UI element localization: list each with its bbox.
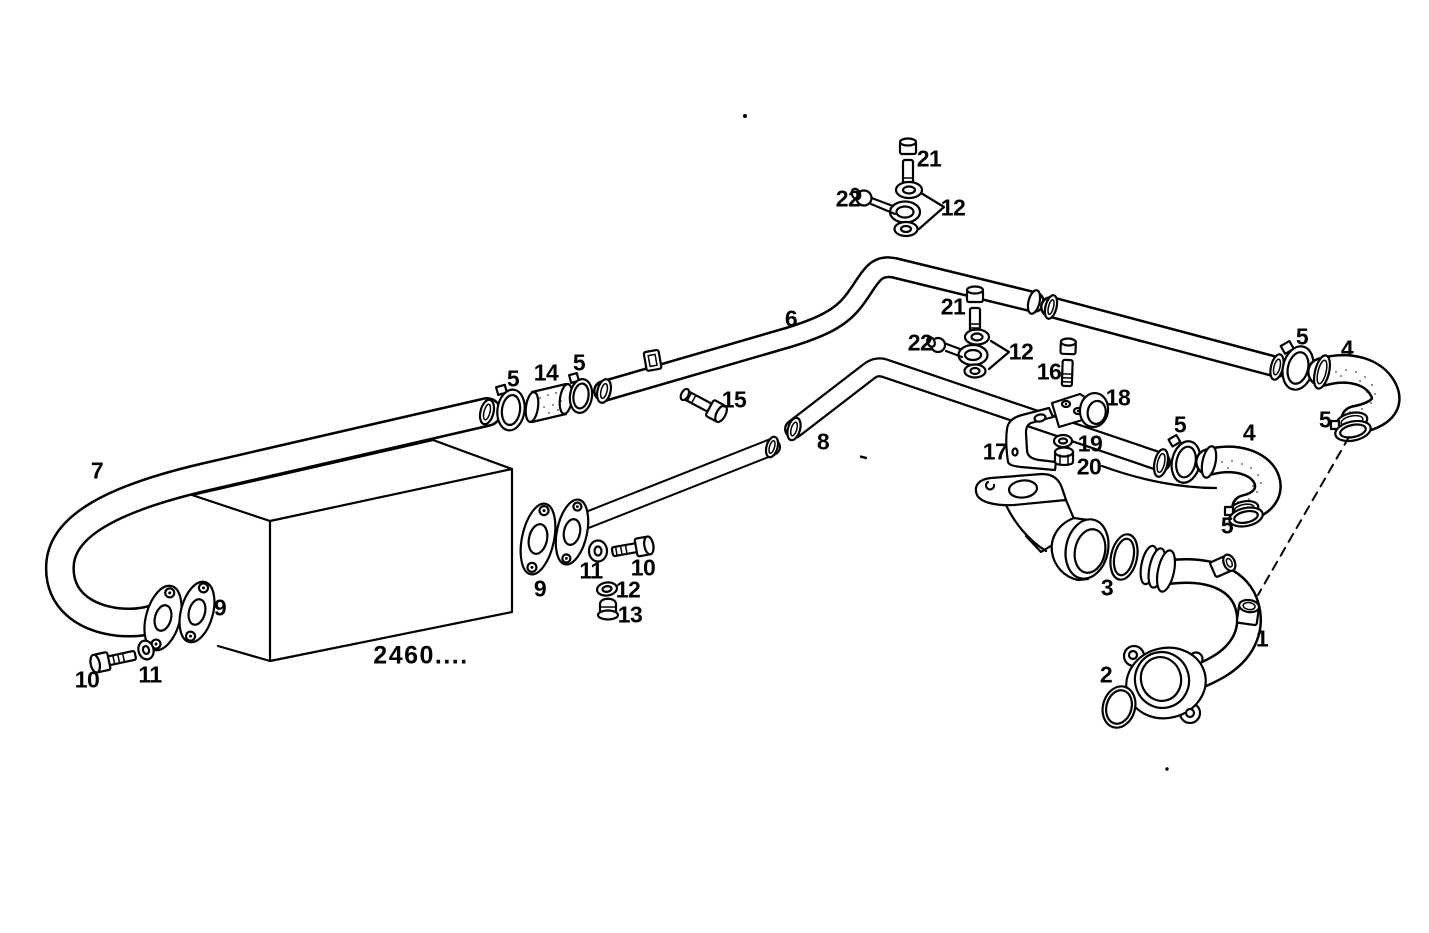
pipe-8 xyxy=(784,357,1171,478)
washer-12-top-a xyxy=(894,180,924,200)
pipe-6 xyxy=(593,256,1288,404)
print-specks xyxy=(743,114,1169,771)
pipe-bracket-tab xyxy=(642,348,663,372)
bolt-16 xyxy=(1059,337,1077,388)
washer-12-middle-b xyxy=(963,363,987,379)
pipe-7 xyxy=(44,397,502,638)
stub-fitting-lower xyxy=(1235,598,1261,627)
seal-ring-3 xyxy=(1109,533,1139,581)
hose-clamp-5-d xyxy=(1223,505,1264,528)
pipe-clamp-18 xyxy=(1050,391,1110,429)
bolt-15 xyxy=(679,387,728,424)
nut-20 xyxy=(1053,446,1075,467)
hose-clamp-5-c xyxy=(1167,433,1202,484)
engine-block-code: 2460.... xyxy=(373,641,469,670)
flange-gasket-left xyxy=(143,580,216,652)
washer-12-middle xyxy=(595,581,619,597)
socket-end-3 xyxy=(1050,516,1110,582)
pipe-8-branch xyxy=(568,435,781,533)
hose-4-stipple-top xyxy=(1335,369,1376,413)
cast-pipe-assembly xyxy=(974,472,1262,729)
fastener-stack-middle xyxy=(926,285,1077,388)
alignment-dashed-line xyxy=(1257,436,1350,596)
hose-clamp-5-left xyxy=(495,383,526,432)
washer-12-top-b xyxy=(893,220,919,238)
o-ring-2 xyxy=(1101,685,1137,729)
flange-gasket-middle xyxy=(519,498,590,576)
hose-clamp-5-b xyxy=(1329,419,1372,443)
stub-fitting-upper xyxy=(1209,553,1237,578)
bolt-10-middle xyxy=(610,535,655,558)
washer-11-left xyxy=(137,639,155,661)
hose-4-stipple-middle xyxy=(1221,460,1262,503)
bolt-10-left xyxy=(89,650,137,674)
washer-11-middle xyxy=(587,539,609,563)
washer-12-middle-a xyxy=(963,328,991,346)
nut-13 xyxy=(596,597,620,621)
hose-14 xyxy=(524,382,574,424)
leader-line-20 xyxy=(1100,464,1218,490)
fastener-stack-top xyxy=(850,137,946,238)
hose-clamp-5-right xyxy=(568,372,594,415)
elbow-pipe-1 xyxy=(1122,544,1262,725)
hose-14-stipple xyxy=(539,392,562,414)
washer-19 xyxy=(1052,433,1074,449)
elbow-hose-4-middle xyxy=(1167,433,1282,528)
banjo-union-22-top xyxy=(850,187,922,224)
pipe-1-flange xyxy=(1122,644,1207,725)
mounting-lug xyxy=(974,472,1068,507)
elbow-hose-4-top xyxy=(1279,339,1401,443)
bolt-21-middle xyxy=(965,285,985,338)
support-bracket-17 xyxy=(1005,406,1058,472)
